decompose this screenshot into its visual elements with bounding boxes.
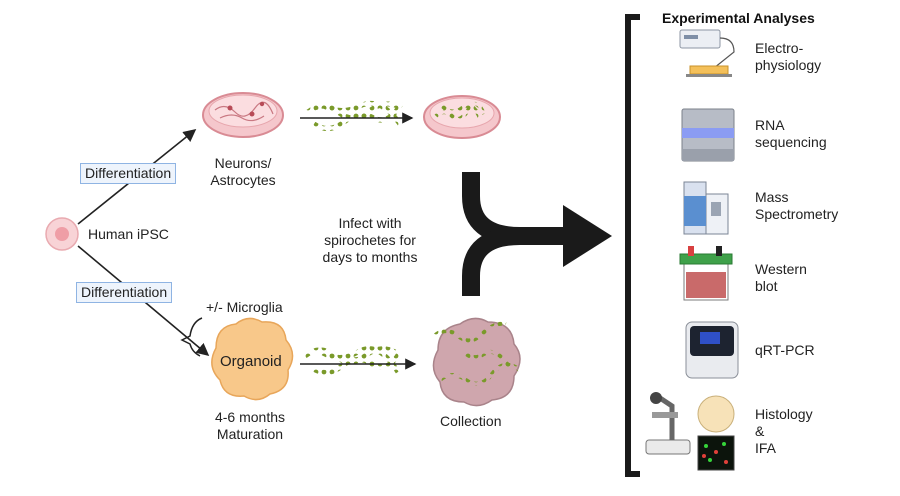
collection-label: Collection xyxy=(440,413,502,429)
analyses-bracket xyxy=(625,14,640,477)
infected-organoid-icon xyxy=(432,317,522,407)
differentiation-bottom-label: Differentiation xyxy=(76,282,173,303)
infect-line-1: Infect with xyxy=(338,215,402,231)
western-blot-tank-icon xyxy=(679,246,733,301)
infect-line-3: days to months xyxy=(322,249,418,265)
microscope-icon xyxy=(645,392,735,471)
merge-arrow-icon xyxy=(462,172,612,296)
organoid-icon xyxy=(211,317,294,401)
analysis-line: Electro- xyxy=(755,40,804,56)
maturation-line-1: 4-6 months xyxy=(214,409,286,425)
neurons-label: Neurons/ Astrocytes xyxy=(198,155,288,189)
analysis-line: physiology xyxy=(755,57,822,73)
analysis-line: Western xyxy=(755,261,807,277)
analysis-item-mass-spectrometry: Mass Spectrometry xyxy=(755,189,838,223)
neuron-dish-icon xyxy=(202,92,284,138)
analysis-line: Spectrometry xyxy=(755,206,839,222)
analysis-line: blot xyxy=(755,278,778,294)
analysis-line: IFA xyxy=(755,440,777,456)
analysis-item-qrt-pcr: qRT-PCR xyxy=(755,342,815,359)
analysis-line: Mass xyxy=(755,189,789,205)
neurons-line-1: Neurons/ xyxy=(214,155,272,171)
analyses-title: Experimental Analyses xyxy=(662,10,815,26)
analysis-line: Histology xyxy=(755,406,813,422)
analysis-item-electrophysiology: Electro- physiology xyxy=(755,40,821,74)
spirochetes-bottom-icon xyxy=(303,346,403,375)
mass-spectrometer-icon xyxy=(683,181,729,235)
analysis-item-histology-ifa: Histology & IFA xyxy=(755,406,813,457)
microglia-bracket xyxy=(180,317,203,357)
analysis-line: sequencing xyxy=(755,134,827,150)
analysis-line: & xyxy=(755,423,765,439)
analysis-line: RNA xyxy=(755,117,785,133)
neurons-line-2: Astrocytes xyxy=(210,172,276,188)
maturation-line-2: Maturation xyxy=(216,426,284,442)
analysis-item-western-blot: Western blot xyxy=(755,261,807,295)
electrophysiology-rig-icon xyxy=(679,29,735,77)
organoid-label: Organoid xyxy=(220,353,282,370)
infect-line-2: spirochetes for xyxy=(324,232,416,248)
pcr-machine-icon xyxy=(685,321,739,379)
maturation-label: 4-6 months Maturation xyxy=(200,409,300,443)
microglia-label: +/- Microglia xyxy=(206,299,283,315)
sequencer-icon xyxy=(681,108,735,162)
infect-label: Infect with spirochetes for days to mont… xyxy=(305,215,435,266)
spirochetes-top-icon xyxy=(306,100,405,131)
infected-dish-icon xyxy=(423,95,501,139)
ipsc-cell-icon xyxy=(45,217,79,251)
human-ipsc-label: Human iPSC xyxy=(88,226,169,242)
analysis-line: qRT-PCR xyxy=(755,342,815,358)
differentiation-top-label: Differentiation xyxy=(80,163,177,184)
analysis-item-rna-sequencing: RNA sequencing xyxy=(755,117,827,151)
